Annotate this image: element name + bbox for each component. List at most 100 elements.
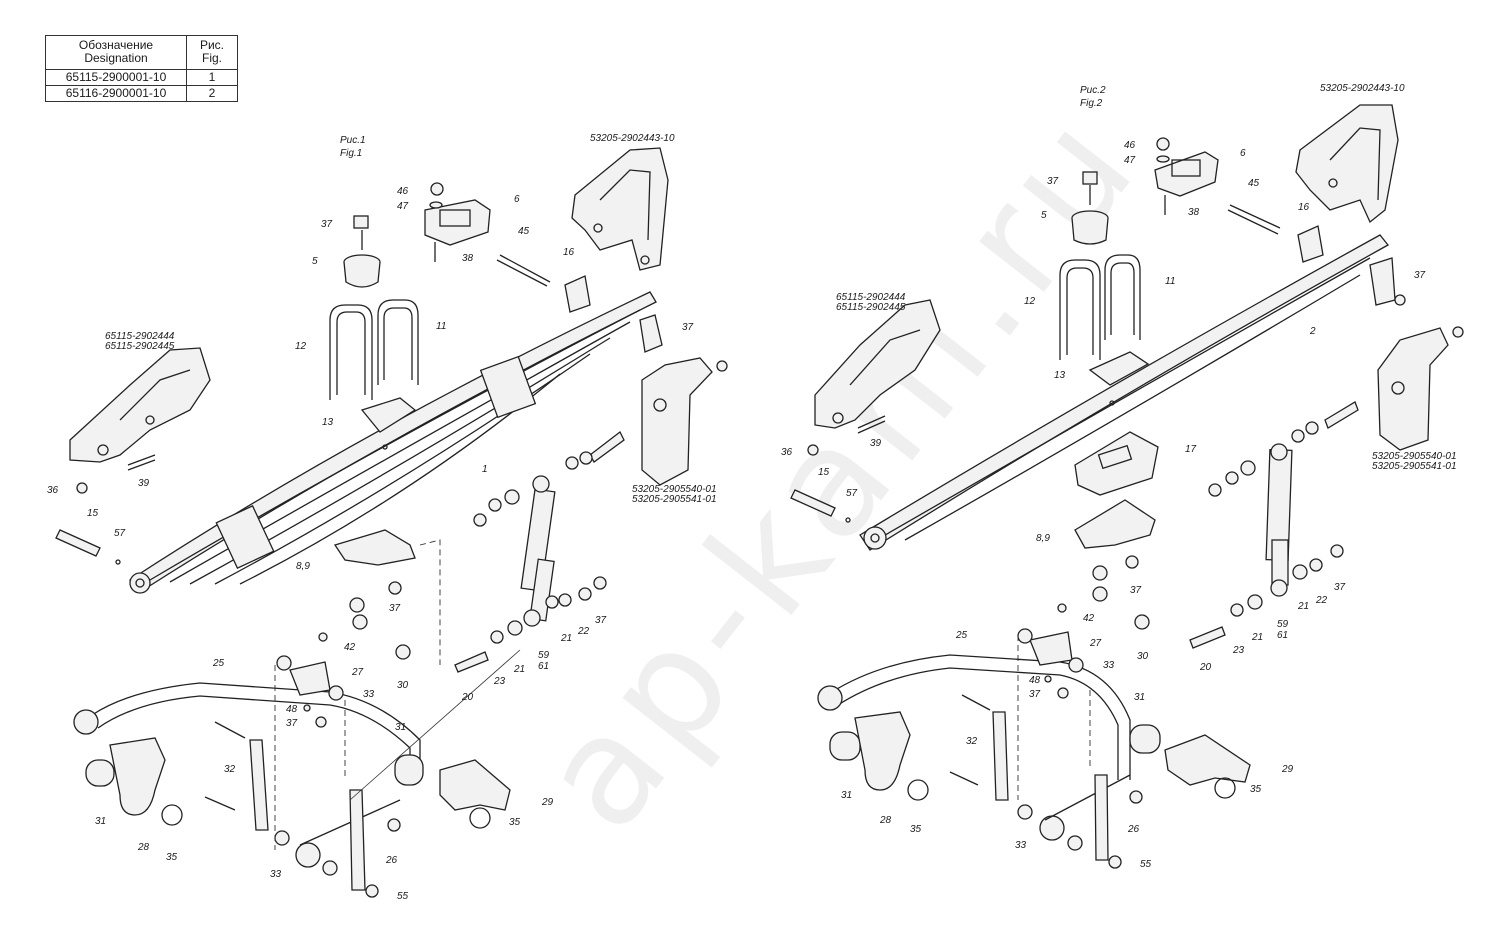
fig1-callout-15: 15 — [87, 508, 99, 519]
fig1-callout-45: 45 — [518, 226, 530, 237]
fig2-u-bolts — [1059, 254, 1141, 360]
fig2-callout-59: 59 — [1277, 619, 1289, 630]
fig2-title-en: Fig.2 — [1080, 98, 1103, 109]
fig1-link-32 — [249, 739, 269, 831]
fig1-title-en: Fig.1 — [340, 148, 362, 159]
fig1-callout-32: 32 — [224, 764, 236, 775]
fig1-callout-38: 38 — [462, 253, 474, 264]
fig2-title-ru: Рис.2 — [1080, 85, 1106, 96]
fig1-shock-bracket — [641, 357, 728, 486]
fig1-callout-36: 36 — [47, 485, 59, 496]
fig2-callout-8-9: 8,9 — [1036, 533, 1050, 544]
fig2-pad-13 — [1088, 351, 1150, 386]
fig2-shackle-16 — [1297, 225, 1324, 263]
fig1-pad-13 — [360, 397, 417, 433]
fig1-callout-37: 37 — [321, 219, 333, 230]
fig2-ring-35b — [1214, 777, 1236, 799]
fig1-callout-61: 61 — [538, 661, 549, 672]
fig2-callout-28: 28 — [879, 815, 892, 826]
fig2-callout-47: 47 — [1124, 155, 1136, 166]
fig1-callout-37: 37 — [389, 603, 401, 614]
fig2-callout-23: 23 — [1232, 645, 1245, 656]
fig2-callout-37: 37 — [1047, 176, 1059, 187]
fig2-callout-35: 35 — [1250, 784, 1262, 795]
fig1-callout-42: 42 — [344, 642, 356, 653]
fig1-ring-35a — [161, 804, 183, 826]
fig1-callout-20: 20 — [461, 692, 474, 703]
fig1-rear-bracket — [69, 347, 211, 463]
fig1-callout-28: 28 — [137, 842, 150, 853]
fig1-callout-11: 11 — [436, 321, 446, 332]
fig1-callout-57: 57 — [114, 528, 126, 539]
fig1-link-26 — [349, 789, 366, 891]
fig2-stabilizer-bar — [817, 654, 1131, 841]
fig1-callout-47: 47 — [397, 201, 409, 212]
fig2-callout-12: 12 — [1024, 296, 1036, 307]
fig1-callout-48: 48 — [286, 704, 298, 715]
fig2-leaf-spring — [859, 234, 1396, 551]
fig2-callout-13: 13 — [1054, 370, 1066, 381]
fig1-title-ru: Рис.1 — [340, 135, 366, 146]
fig2-code-shock-bracket-b: 53205-2905541-01 — [1372, 461, 1457, 472]
fig2-nut-36 — [807, 444, 819, 456]
fig1-ring-35b — [469, 807, 491, 829]
fig2-callout-31: 31 — [841, 790, 852, 801]
fig1-callout-33: 33 — [363, 689, 375, 700]
fig1-callout-26: 26 — [385, 855, 398, 866]
fig2-shock-bracket — [1377, 326, 1464, 451]
fig1-shock-absorber — [520, 475, 556, 627]
fig1-callout-6: 6 — [514, 194, 520, 205]
fig-row-2: 2 — [186, 85, 238, 102]
fig2-callout-45: 45 — [1248, 178, 1260, 189]
fig2-rod-lower — [1189, 626, 1226, 649]
designation-table: Обозначение Designation Рис. Fig. 65115-… — [45, 35, 238, 102]
fig2-callout-2: 2 — [1309, 326, 1316, 337]
fig2-callout-37: 37 — [1029, 689, 1041, 700]
fig2-callout-37: 37 — [1130, 585, 1142, 596]
fig1-callout-21: 21 — [560, 633, 572, 644]
fig1-rod-lower — [454, 651, 489, 673]
fig1-bushing-31a — [85, 759, 115, 787]
fig2-callout-39: 39 — [870, 438, 882, 449]
fig2-front-bracket — [1295, 104, 1399, 224]
fig1-callout-12: 12 — [295, 341, 307, 352]
fig1-callout-1: 1 — [482, 464, 488, 475]
fig2-shock-absorber — [1265, 443, 1293, 597]
part-code-labels: 53205-2902443-10 65115-2902444 65115-290… — [105, 83, 1457, 505]
fig2-callout-36: 36 — [781, 447, 793, 458]
designation-header: Обозначение Designation — [45, 35, 187, 70]
fig1-pin-15 — [55, 529, 101, 557]
fig1-code-shock-bracket-b: 53205-2905541-01 — [632, 494, 717, 505]
fig1-callout-25: 25 — [212, 658, 225, 669]
fig1-callout-16: 16 — [563, 247, 575, 258]
fig2-callout-61: 61 — [1277, 630, 1288, 641]
fig2-callout-32: 32 — [966, 736, 978, 747]
fig2-callout-22: 22 — [1315, 595, 1328, 606]
fig2-rear-bracket — [814, 299, 941, 429]
fig2-callout-21: 21 — [1251, 632, 1263, 643]
fig1-callout-37: 37 — [682, 322, 694, 333]
fig1-code-rear-bracket-b: 65115-2902445 — [105, 341, 175, 352]
fig2-callouts: 2561112131516172021212223252627282930313… — [781, 140, 1426, 870]
fig1-callout-35: 35 — [509, 817, 521, 828]
figure-1: Рис.1 Fig.1 — [55, 135, 728, 898]
fig2-bracket-28 — [854, 711, 911, 791]
fig1-bracket-28 — [109, 737, 166, 816]
fig2-callout-46: 46 — [1124, 140, 1136, 151]
fig2-callout-20: 20 — [1199, 662, 1212, 673]
fig2-bushing-31a — [829, 731, 861, 761]
fig1-u-bolts — [329, 299, 419, 400]
fig1-pin-45 — [496, 254, 551, 287]
fig1-callout-35: 35 — [166, 852, 178, 863]
fig2-bracket-89 — [1074, 499, 1156, 549]
fig1-callouts: 1561112131516202121222325262728293031313… — [47, 186, 694, 902]
fig2-callout-33: 33 — [1015, 840, 1027, 851]
fig1-shackle-16 — [564, 275, 591, 313]
fig1-nut-36 — [76, 482, 88, 494]
fig1-callout-22: 22 — [577, 626, 590, 637]
fig1-bracket-29 — [439, 759, 511, 811]
fig2-callout-35: 35 — [910, 824, 922, 835]
fig1-code-shock-bracket-a: 53205-2905540-01 — [632, 484, 717, 495]
fig2-rod-upper — [1324, 401, 1359, 429]
fig1-bolt-39 — [127, 454, 156, 471]
